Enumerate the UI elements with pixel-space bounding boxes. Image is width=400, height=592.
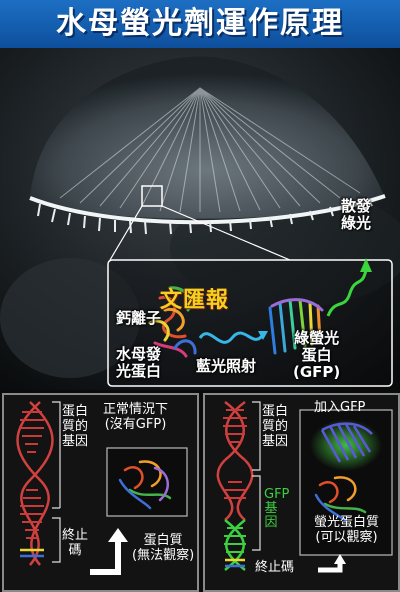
gfp-gene-label: GFP基因: [264, 487, 290, 530]
calcium-ion-label: 鈣離子: [116, 309, 162, 327]
protein-label-left: 蛋白質(無法觀察): [132, 533, 195, 563]
aequorin-label: 水母發光蛋白: [116, 345, 162, 380]
gene-label-right: 蛋白質的基因: [262, 404, 289, 449]
normal-case-heading: 正常情況下(沒有GFP): [103, 402, 169, 432]
protein-label-right: 螢光蛋白質(可以觀察): [314, 515, 380, 545]
newspaper-watermark: 文匯報: [160, 288, 230, 313]
add-gfp-heading: 加入GFP: [314, 400, 366, 415]
gene-label-left: 蛋白質的基因: [62, 404, 89, 449]
stop-codon-label-right: 終止碼: [255, 560, 295, 575]
gene-diagrams: [16, 400, 393, 575]
title-banner: [0, 0, 400, 48]
dna-helix-left: [16, 401, 54, 566]
gfp-label: 綠螢光蛋白(GFP): [293, 329, 341, 381]
jellyfish-photo: [0, 48, 400, 390]
page-title: 水母螢光劑運作原理: [56, 6, 344, 41]
gfp-barrel-right: [320, 422, 373, 463]
blue-light-label: 藍光照射: [196, 357, 257, 375]
stop-codon-label-left: 終止碼: [62, 528, 89, 558]
protein-structure-left: [118, 460, 172, 510]
emit-green-light-label: 散發綠光: [341, 197, 372, 232]
protein-structure-right: [314, 476, 367, 522]
